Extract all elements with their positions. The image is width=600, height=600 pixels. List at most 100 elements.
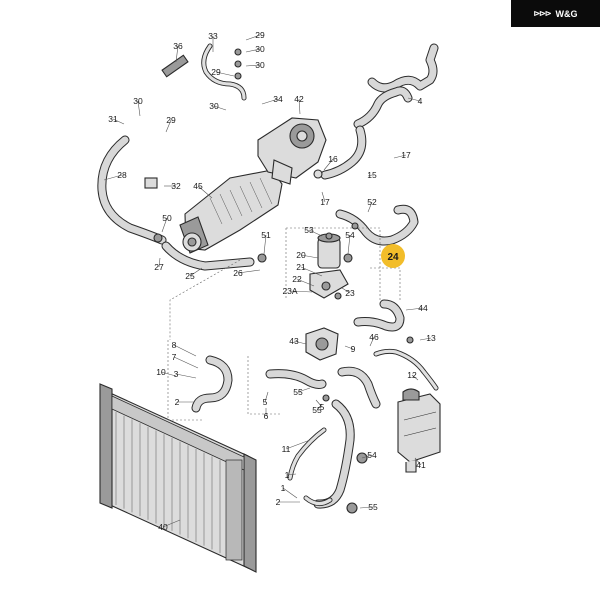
- callout-leader-29: [165, 119, 172, 133]
- callout-label-30: 30: [255, 44, 265, 54]
- callout-label-34: 34: [273, 94, 283, 104]
- callout-label-42: 42: [294, 94, 304, 104]
- callout-leader-55: [297, 387, 311, 393]
- head-rib: [259, 177, 273, 205]
- callout-leader-36: [175, 45, 179, 63]
- callout-label-29: 29: [166, 115, 176, 125]
- callout-leader-17: [321, 191, 326, 203]
- head-rib: [249, 181, 263, 209]
- callout-leader-3: [175, 373, 197, 379]
- callout-label-31: 31: [108, 114, 118, 124]
- callout-label-13: 13: [426, 333, 436, 343]
- callout-leader-11: [285, 439, 311, 450]
- callout-label-30: 30: [255, 60, 265, 70]
- callout-label-46: 46: [369, 332, 379, 342]
- callout-label-44: 44: [418, 303, 428, 313]
- callout-label-20: 20: [296, 250, 306, 260]
- callout-label-55: 55: [312, 405, 322, 415]
- callout-leader-31: [112, 118, 125, 125]
- coolant-hoses: [97, 43, 439, 509]
- thermostat-housing: [305, 327, 339, 361]
- callout-leader-7: [173, 356, 199, 369]
- head-rib: [209, 197, 223, 225]
- water-pump: [309, 233, 349, 299]
- leader-lines: [103, 34, 432, 528]
- callout-label-23A: 23A: [282, 286, 297, 296]
- callout-label-41: 41: [416, 460, 426, 470]
- head-rib: [239, 185, 253, 213]
- callout-leader-22: [296, 278, 315, 287]
- callout-leader-23A: [289, 290, 313, 293]
- expansion-tank: [397, 388, 441, 473]
- callout-leader-54: [361, 454, 373, 459]
- callout-label-55: 55: [293, 387, 303, 397]
- callout-label-5: 5: [320, 402, 325, 412]
- callout-label-28: 28: [117, 170, 127, 180]
- callout-label-10: 10: [156, 367, 166, 377]
- callout-label-40: 40: [158, 522, 168, 532]
- callout-leader-43: [293, 340, 307, 345]
- head-rib: [219, 193, 233, 221]
- callout-leader-52: [367, 201, 373, 213]
- callout-leader-45: [197, 185, 213, 199]
- highlight-circle: [381, 244, 405, 268]
- callout-leader-4: [407, 97, 421, 102]
- callout-label-16: 16: [328, 154, 338, 164]
- callout-label-15: 15: [367, 170, 377, 180]
- callout-leader-23: [341, 287, 351, 294]
- callout-leader-28: [103, 174, 123, 181]
- callout-leader-53: [308, 229, 323, 237]
- callout-label-29: 29: [255, 30, 265, 40]
- brand-logo-icon: ⊳⊳⊳: [533, 9, 551, 18]
- callout-leader-12: [411, 374, 419, 381]
- callout-label-54: 54: [367, 450, 377, 460]
- callout-leader-5: [264, 391, 269, 403]
- callout-label-30: 30: [209, 101, 219, 111]
- callout-label-11: 11: [282, 444, 291, 454]
- callout-label-9: 9: [351, 344, 356, 354]
- brand-badge: ⊳⊳⊳ W&G: [511, 0, 600, 27]
- callout-leader-5: [315, 399, 323, 408]
- callout-label-2: 2: [276, 497, 281, 507]
- callout-leader-42: [298, 98, 301, 115]
- callout-label-54: 54: [345, 230, 355, 240]
- callout-label-52: 52: [367, 197, 377, 207]
- cylinder-head-assembly: [179, 169, 283, 254]
- highlight-callout-24: 24: [381, 244, 405, 268]
- callout-label-1: 1: [285, 470, 290, 480]
- callout-label-4: 4: [418, 96, 423, 106]
- callout-label-23: 23: [345, 288, 355, 298]
- callout-leader-13: [419, 337, 432, 341]
- callout-label-17: 17: [320, 197, 330, 207]
- callout-label-43: 43: [289, 336, 299, 346]
- callout-label-21: 21: [296, 262, 306, 272]
- callout-label-3: 3: [174, 369, 179, 379]
- callout-label-36: 36: [173, 41, 183, 51]
- callout-leader-25: [189, 267, 203, 277]
- callout-label-22: 22: [292, 274, 302, 284]
- callout-leader-30: [245, 48, 261, 53]
- callout-label-2: 2: [175, 397, 180, 407]
- callout-leader-26: [237, 269, 261, 274]
- callout-leader-1: [286, 473, 297, 476]
- callout-label-25: 25: [185, 271, 195, 281]
- callout-leader-40: [162, 519, 181, 528]
- callout-leader-17: [393, 154, 407, 159]
- callout-leader-55: [316, 403, 323, 411]
- callout-leader-51: [263, 234, 267, 255]
- callout-leader-8: [173, 344, 197, 357]
- radiator: [99, 383, 257, 573]
- callout-label-33: 33: [208, 31, 218, 41]
- callout-label-17: 17: [401, 150, 411, 160]
- callout-leader-30: [137, 100, 141, 117]
- small-fittings: [144, 48, 414, 514]
- brand-name: W&G: [555, 8, 578, 19]
- callout-leader-54: [347, 234, 351, 255]
- callout-label-50: 50: [162, 213, 172, 223]
- callout-leader-9: [344, 345, 354, 350]
- head-rib: [229, 189, 243, 217]
- callout-label-55: 55: [368, 502, 378, 512]
- callout-label-26: 26: [233, 268, 243, 278]
- callout-label-30: 30: [133, 96, 143, 106]
